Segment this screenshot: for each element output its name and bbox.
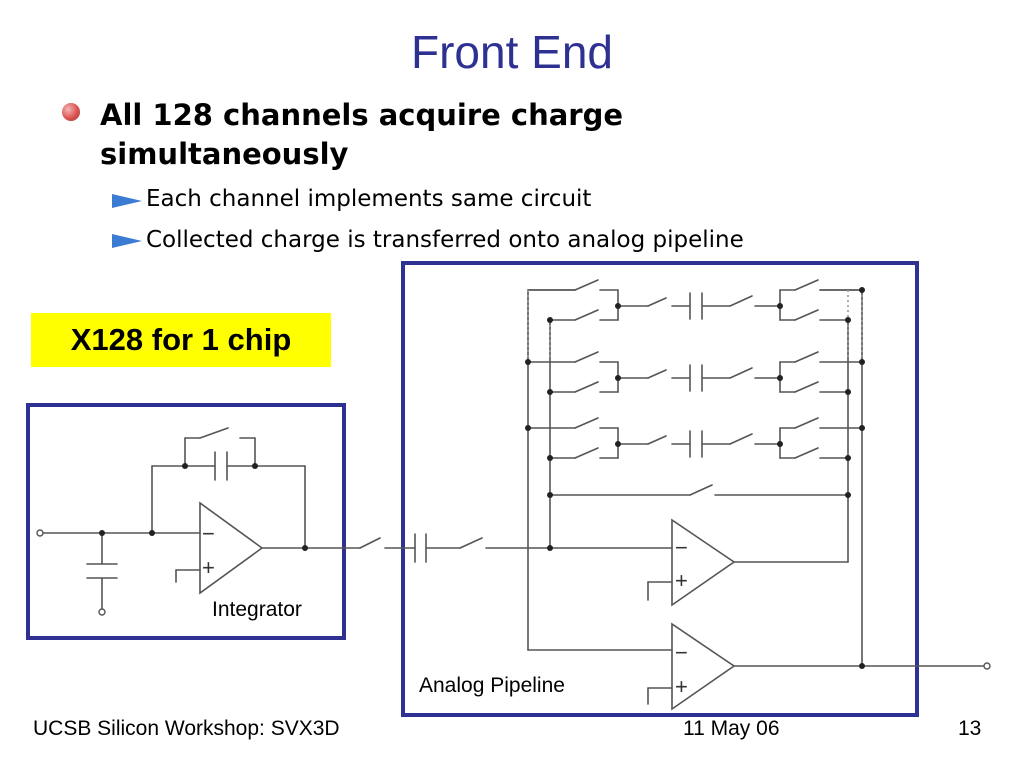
bullet-icon [62, 103, 80, 121]
arrow-bullet-icon [112, 234, 142, 248]
integrator-frame [26, 403, 346, 640]
opamp-plus: + [202, 555, 215, 580]
sub-bullet-2: Collected charge is transferred onto ana… [146, 227, 744, 253]
integrator-label: Integrator [212, 598, 302, 621]
chip-callout: X128 for 1 chip [31, 313, 331, 367]
opamp-plus: + [675, 674, 688, 699]
slide-title: Front End [411, 26, 613, 78]
page-number: 13 [958, 717, 982, 740]
footer-left: UCSB Silicon Workshop: SVX3D [33, 717, 340, 740]
arrow-bullet-icon [112, 194, 142, 208]
opamp-minus: − [675, 535, 688, 560]
opamp-plus: + [675, 568, 688, 593]
main-bullet-text: All 128 channels acquire charge simultan… [100, 98, 624, 171]
opamp-minus: − [675, 640, 688, 665]
sub-bullet-1: Each channel implements same circuit [146, 186, 592, 212]
pipeline-frame [401, 261, 919, 717]
opamp-minus: − [202, 521, 215, 546]
analog-pipeline-label: Analog Pipeline [419, 674, 565, 697]
footer-date: 11 May 06 [683, 717, 780, 740]
